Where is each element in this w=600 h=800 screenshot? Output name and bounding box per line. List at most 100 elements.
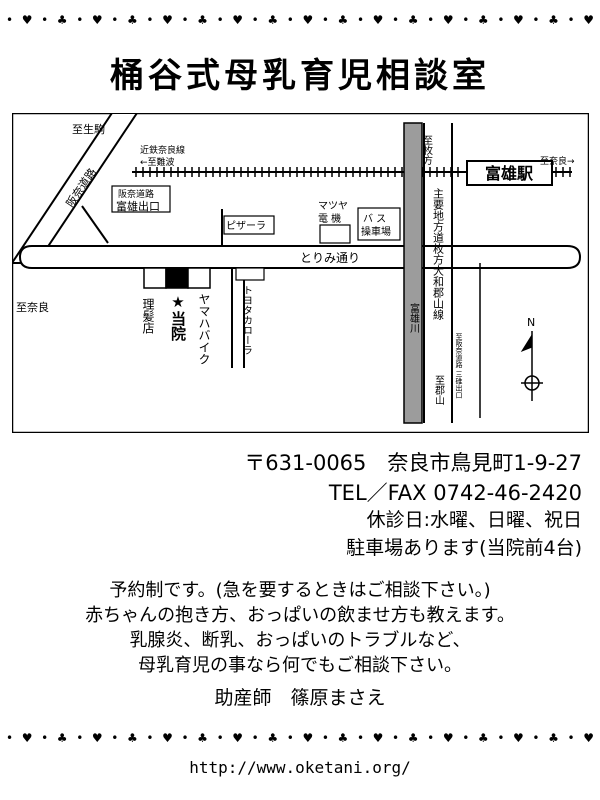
- svg-text:富雄出口: 富雄出口: [116, 199, 160, 213]
- heart-icon: ♥: [302, 731, 314, 745]
- website-url[interactable]: http://www.oketani.org/: [189, 758, 411, 777]
- access-map: 富雄駅 至生駒 近鉄奈良線 ←至難波 至奈良→ 至枚方 阪奈道路 阪奈道路 富雄…: [12, 113, 589, 433]
- dot-icon: •: [251, 13, 259, 27]
- message-line: 赤ちゃんの抱き方、おっぱいの飲ませ方も教えます。: [85, 605, 515, 626]
- heart-icon: ♥: [442, 731, 454, 745]
- heart-icon: ♥: [232, 731, 244, 745]
- top-decorative-border: •♥•♣•♥•♣•♥•♣•♥•♣•♥•♣•♥•♣•♥•♣•♥•♣•♥: [0, 10, 600, 30]
- dot-icon: •: [111, 13, 119, 27]
- dot-icon: •: [427, 13, 435, 27]
- heart-icon: ♥: [583, 13, 594, 27]
- dot-icon: •: [181, 13, 189, 27]
- dot-icon: •: [286, 13, 294, 27]
- svg-text:富雄川: 富雄川: [408, 302, 420, 333]
- tulip-icon: ♣: [477, 13, 489, 27]
- svg-text:ピザーラ: ピザーラ: [226, 220, 266, 232]
- svg-text:理髪店: 理髪店: [141, 298, 155, 334]
- heart-icon: ♥: [513, 13, 524, 27]
- svg-text:マツヤ: マツヤ: [318, 201, 348, 212]
- tulip-icon: ♣: [126, 13, 138, 27]
- dot-icon: •: [146, 731, 154, 745]
- svg-text:阪奈道路: 阪奈道路: [118, 188, 154, 200]
- heart-icon: ♥: [232, 13, 244, 27]
- dot-icon: •: [356, 731, 365, 745]
- dot-icon: •: [462, 731, 470, 745]
- tulip-icon: ♣: [56, 731, 68, 745]
- dot-icon: •: [567, 731, 575, 745]
- svg-text:近鉄奈良線: 近鉄奈良線: [140, 144, 185, 156]
- tulip-icon: ♣: [267, 731, 279, 745]
- tel-fax-line: TEL／FAX 0742-46-2420: [328, 481, 582, 505]
- dot-icon: •: [497, 13, 505, 27]
- dot-icon: •: [216, 731, 224, 745]
- dot-icon: •: [251, 731, 259, 745]
- heart-icon: ♥: [513, 731, 524, 745]
- address-line: 〒631-0065 奈良市鳥見町1-9-27: [244, 451, 582, 475]
- clinic-marker: [165, 267, 189, 289]
- svg-text:至阪奈道路 三碓出口: 至阪奈道路 三碓出口: [455, 333, 463, 398]
- svg-text:至奈良→: 至奈良→: [540, 155, 575, 167]
- heart-icon: ♥: [583, 731, 594, 745]
- heart-icon: ♥: [302, 13, 314, 27]
- tulip-icon: ♣: [56, 13, 68, 27]
- station-label: 富雄駅: [485, 164, 534, 183]
- dot-icon: •: [41, 13, 49, 27]
- dot-icon: •: [567, 13, 575, 27]
- tulip-icon: ♣: [477, 731, 489, 745]
- dot-icon: •: [111, 731, 119, 745]
- tulip-icon: ♣: [197, 13, 208, 27]
- heart-icon: ♥: [162, 13, 173, 27]
- dot-icon: •: [41, 731, 49, 745]
- dot-icon: •: [356, 13, 365, 27]
- tulip-icon: ♣: [337, 731, 349, 745]
- svg-text:操車場: 操車場: [361, 225, 391, 238]
- tulip-icon: ♣: [407, 731, 419, 745]
- dot-icon: •: [532, 13, 540, 27]
- heart-icon: ♥: [21, 13, 33, 27]
- midwife-name: 助産師 篠原まさえ: [214, 687, 386, 709]
- tulip-icon: ♣: [197, 731, 208, 745]
- svg-text:トヨタカローラ: トヨタカローラ: [241, 285, 253, 355]
- heart-icon: ♥: [372, 731, 384, 745]
- dot-icon: •: [321, 13, 329, 27]
- svg-text:主要地方道枚方大和郡山線: 主要地方道枚方大和郡山線: [432, 188, 445, 320]
- message-line: 母乳育児の事なら何でもご相談下さい。: [138, 655, 462, 676]
- dot-icon: •: [392, 731, 400, 745]
- dot-icon: •: [321, 731, 329, 745]
- page-title: 桶谷式母乳育児相談室: [110, 56, 490, 96]
- dot-icon: •: [427, 731, 435, 745]
- tulip-icon: ♣: [548, 13, 559, 27]
- dot-icon: •: [6, 731, 14, 745]
- svg-text:至奈良: 至奈良: [16, 300, 49, 314]
- dot-icon: •: [76, 13, 84, 27]
- svg-text:ヤマハバイク: ヤマハバイク: [197, 293, 211, 365]
- dot-icon: •: [462, 13, 470, 27]
- svg-text:電 機: 電 機: [318, 212, 341, 225]
- svg-text:至生駒: 至生駒: [72, 122, 105, 136]
- heart-icon: ♥: [372, 13, 384, 27]
- dot-icon: •: [286, 731, 294, 745]
- svg-text:バ ス: バ ス: [363, 213, 386, 225]
- dot-icon: •: [146, 13, 154, 27]
- dot-icon: •: [76, 731, 84, 745]
- tulip-icon: ♣: [407, 13, 419, 27]
- heart-icon: ♥: [162, 731, 173, 745]
- dot-icon: •: [6, 13, 14, 27]
- svg-text:至枚方: 至枚方: [421, 135, 433, 166]
- parking-line: 駐車場あります(当院前4台): [346, 537, 582, 559]
- torimi-street: [18, 245, 582, 269]
- station-box: [466, 160, 553, 186]
- tulip-icon: ♣: [267, 13, 279, 27]
- message-line: 予約制です。(急を要するときはご相談下さい。): [109, 580, 491, 601]
- svg-text:←至難波: ←至難波: [140, 156, 175, 168]
- heart-icon: ♥: [91, 731, 103, 745]
- heart-icon: ♥: [91, 13, 103, 27]
- heart-icon: ♥: [21, 731, 33, 745]
- dot-icon: •: [532, 731, 540, 745]
- clinic-label: ★当院: [169, 293, 187, 342]
- dot-icon: •: [497, 731, 505, 745]
- tulip-icon: ♣: [126, 731, 138, 745]
- dot-icon: •: [181, 731, 189, 745]
- tulip-icon: ♣: [337, 13, 349, 27]
- bottom-decorative-border: •♥•♣•♥•♣•♥•♣•♥•♣•♥•♣•♥•♣•♥•♣•♥•♣•♥: [0, 728, 600, 748]
